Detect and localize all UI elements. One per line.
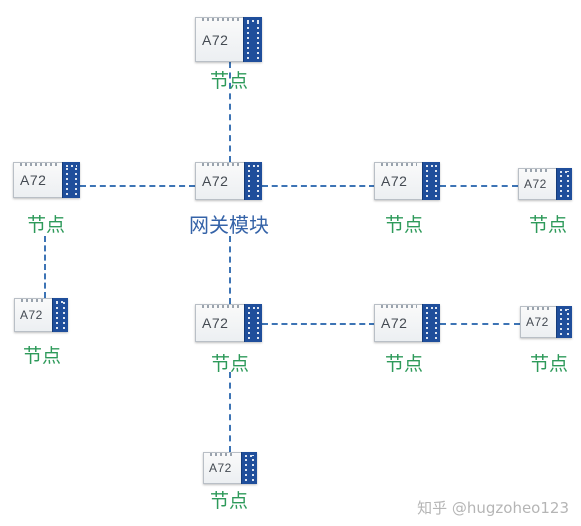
link-gateway-to-right-node — [262, 185, 375, 187]
link-gateway-to-top-node — [229, 62, 231, 162]
node-module-bottom: A72 — [203, 452, 257, 484]
antenna-icon — [52, 298, 68, 332]
node-module-left: A72 — [13, 162, 80, 198]
link-right-node-to-far-right-node — [440, 185, 518, 187]
antenna-icon — [244, 162, 262, 200]
antenna-icon — [244, 304, 262, 342]
chip-label: A72 — [202, 31, 229, 48]
node-module-right-lower: A72 — [374, 304, 440, 342]
node-module-lower-left: A72 — [14, 298, 68, 332]
node-label-lower-left: 节点 — [22, 345, 62, 367]
chip-label: A72 — [202, 173, 229, 189]
chip-label: A72 — [381, 173, 408, 189]
node-label-right: 节点 — [384, 214, 424, 236]
antenna-icon — [422, 304, 440, 342]
chip-label: A72 — [20, 172, 47, 188]
node-label-center: 节点 — [210, 353, 250, 375]
antenna-icon — [62, 162, 80, 198]
chip-label: A72 — [524, 177, 547, 191]
node-label-bottom: 节点 — [209, 490, 249, 512]
chip-label: A72 — [209, 461, 232, 475]
node-label-left: 节点 — [26, 214, 66, 236]
watermark-text: 知乎 @hugzoheo123 — [417, 499, 569, 517]
antenna-icon — [422, 162, 440, 200]
node-label-top: 节点 — [209, 70, 249, 92]
gateway-module: A72 — [195, 162, 262, 200]
node-label-right-lower: 节点 — [384, 353, 424, 375]
antenna-icon — [241, 452, 257, 484]
node-module-far-right-lower: A72 — [520, 306, 572, 338]
node-module-top: A72 — [195, 17, 262, 62]
link-left-node-to-lower-left-node — [44, 236, 46, 298]
link-left-node-to-gateway — [80, 185, 195, 187]
antenna-icon — [556, 306, 572, 338]
antenna-icon — [243, 17, 262, 62]
chip-label: A72 — [526, 315, 549, 329]
link-center-node-to-bottom-node — [229, 372, 231, 452]
node-module-right: A72 — [374, 162, 440, 200]
link-right-lower-node-to-far-right-lower-node — [440, 323, 520, 325]
link-gateway-to-center-node — [229, 236, 231, 304]
chip-label: A72 — [20, 308, 43, 322]
node-module-center: A72 — [195, 304, 262, 342]
chip-label: A72 — [381, 315, 408, 331]
link-center-node-to-right-lower-node — [262, 323, 375, 325]
antenna-icon — [556, 168, 572, 200]
node-label-far-right-lower: 节点 — [529, 353, 569, 375]
node-module-far-right: A72 — [518, 168, 572, 200]
gateway-label: 网关模块 — [189, 213, 269, 237]
chip-label: A72 — [202, 315, 229, 331]
node-label-far-right: 节点 — [528, 214, 568, 236]
